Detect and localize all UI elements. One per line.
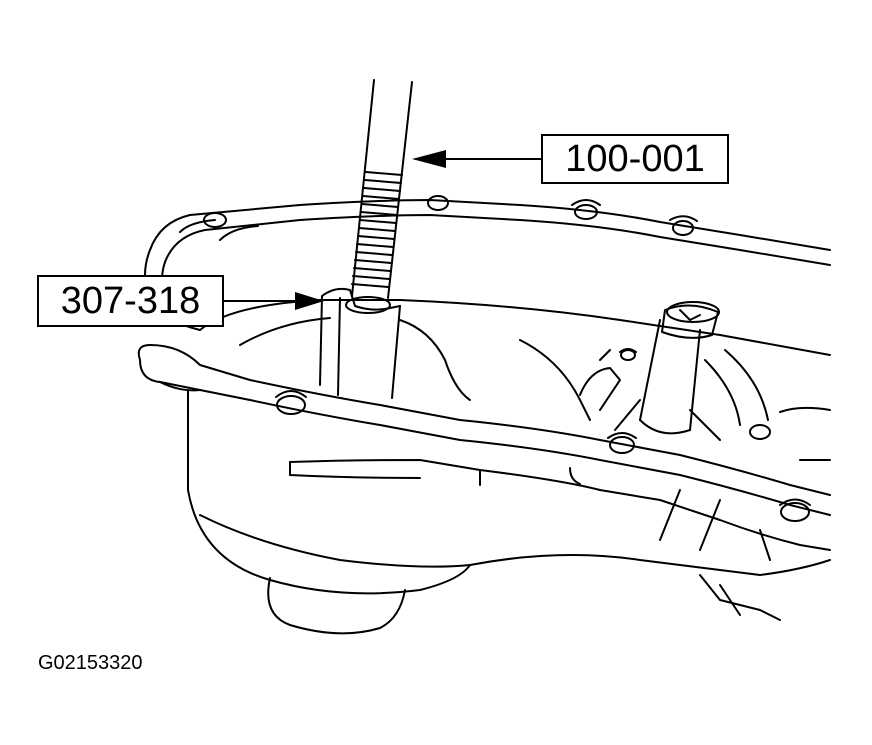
callout-label-307-318: 307-318	[37, 275, 224, 327]
shift-shaft	[614, 301, 721, 441]
inner-cavity	[199, 299, 831, 426]
pan-bolt-holes	[275, 390, 811, 522]
callout-label-100-001: 100-001	[541, 134, 729, 184]
pan-flange-outline	[137, 344, 831, 551]
rear-flange-outline	[144, 199, 831, 331]
threaded-rod	[351, 79, 413, 299]
rear-bolt-holes	[203, 195, 698, 236]
adapter-sleeve	[319, 287, 401, 399]
arrowhead-100-001	[412, 150, 446, 168]
lower-housing	[187, 389, 831, 635]
arrowhead-307-318	[295, 292, 324, 310]
figure-id-label: G02153320	[38, 652, 143, 674]
